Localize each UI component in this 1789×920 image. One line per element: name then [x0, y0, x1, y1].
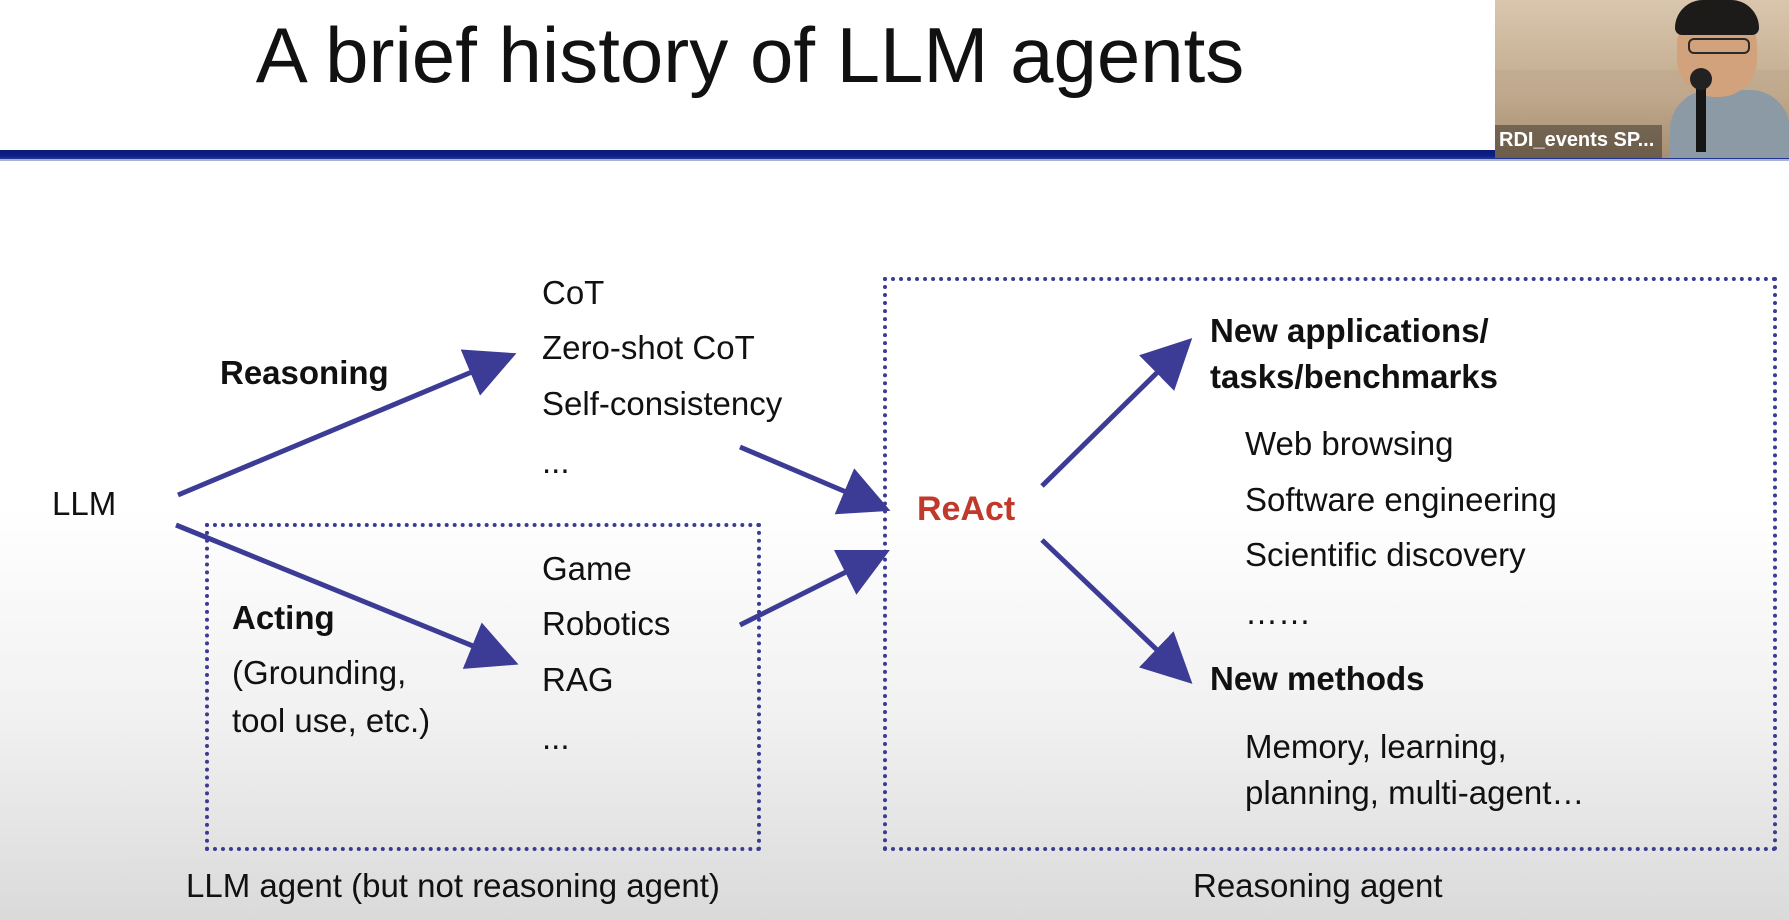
- acting-item-rag: RAG: [542, 661, 614, 698]
- arrow-llm-to-reasoning: [177, 349, 517, 498]
- methods-item-line1: Memory, learning,: [1245, 728, 1507, 765]
- acting-item-ellipsis: ...: [542, 719, 570, 756]
- reasoning-agent-caption: Reasoning agent: [1193, 867, 1443, 904]
- application-item-scientific-discovery: Scientific discovery: [1245, 536, 1526, 573]
- applications-heading-line2: tasks/benchmarks: [1210, 358, 1498, 395]
- arrow-react-to-applications: [1040, 337, 1193, 488]
- title-divider: [0, 150, 1789, 161]
- reasoning-item-zero-shot-cot: Zero-shot CoT: [542, 329, 755, 366]
- react-node: ReAct: [917, 490, 1016, 528]
- slide-title: A brief history of LLM agents: [255, 11, 1245, 99]
- application-item-ellipsis: ……: [1245, 594, 1311, 631]
- arrow-react-to-methods: [1040, 538, 1193, 684]
- methods-heading: New methods: [1210, 660, 1425, 697]
- applications-heading-line1: New applications/: [1210, 312, 1489, 349]
- microphone-icon: [1690, 68, 1712, 90]
- participant-name: RDI_events SP...: [1495, 125, 1663, 158]
- arrow-reasoning-to-react: [739, 444, 891, 515]
- application-item-software-engineering: Software engineering: [1245, 481, 1557, 518]
- acting-label: Acting: [232, 599, 335, 636]
- reasoning-item-cot: CoT: [542, 274, 605, 311]
- reasoning-item-self-consistency: Self-consistency: [542, 385, 783, 422]
- acting-sublabel-line1: (Grounding,: [232, 654, 407, 691]
- acting-sublabel-line2: tool use, etc.): [232, 702, 431, 739]
- application-item-web-browsing: Web browsing: [1245, 425, 1454, 462]
- llm-agent-box: [205, 523, 761, 851]
- llm-node: LLM: [52, 485, 117, 522]
- arrow-llm-to-acting: [175, 522, 519, 669]
- acting-item-robotics: Robotics: [542, 605, 671, 642]
- reasoning-label: Reasoning: [220, 354, 389, 391]
- arrow-acting-to-react: [738, 550, 890, 628]
- llm-agent-caption: LLM agent (but not reasoning agent): [186, 867, 720, 904]
- speaker-video-tile[interactable]: RDI_events SP...: [1495, 0, 1789, 158]
- acting-item-game: Game: [542, 550, 632, 587]
- reasoning-item-ellipsis: ...: [542, 443, 570, 480]
- methods-item-line2: planning, multi-agent…: [1245, 774, 1585, 811]
